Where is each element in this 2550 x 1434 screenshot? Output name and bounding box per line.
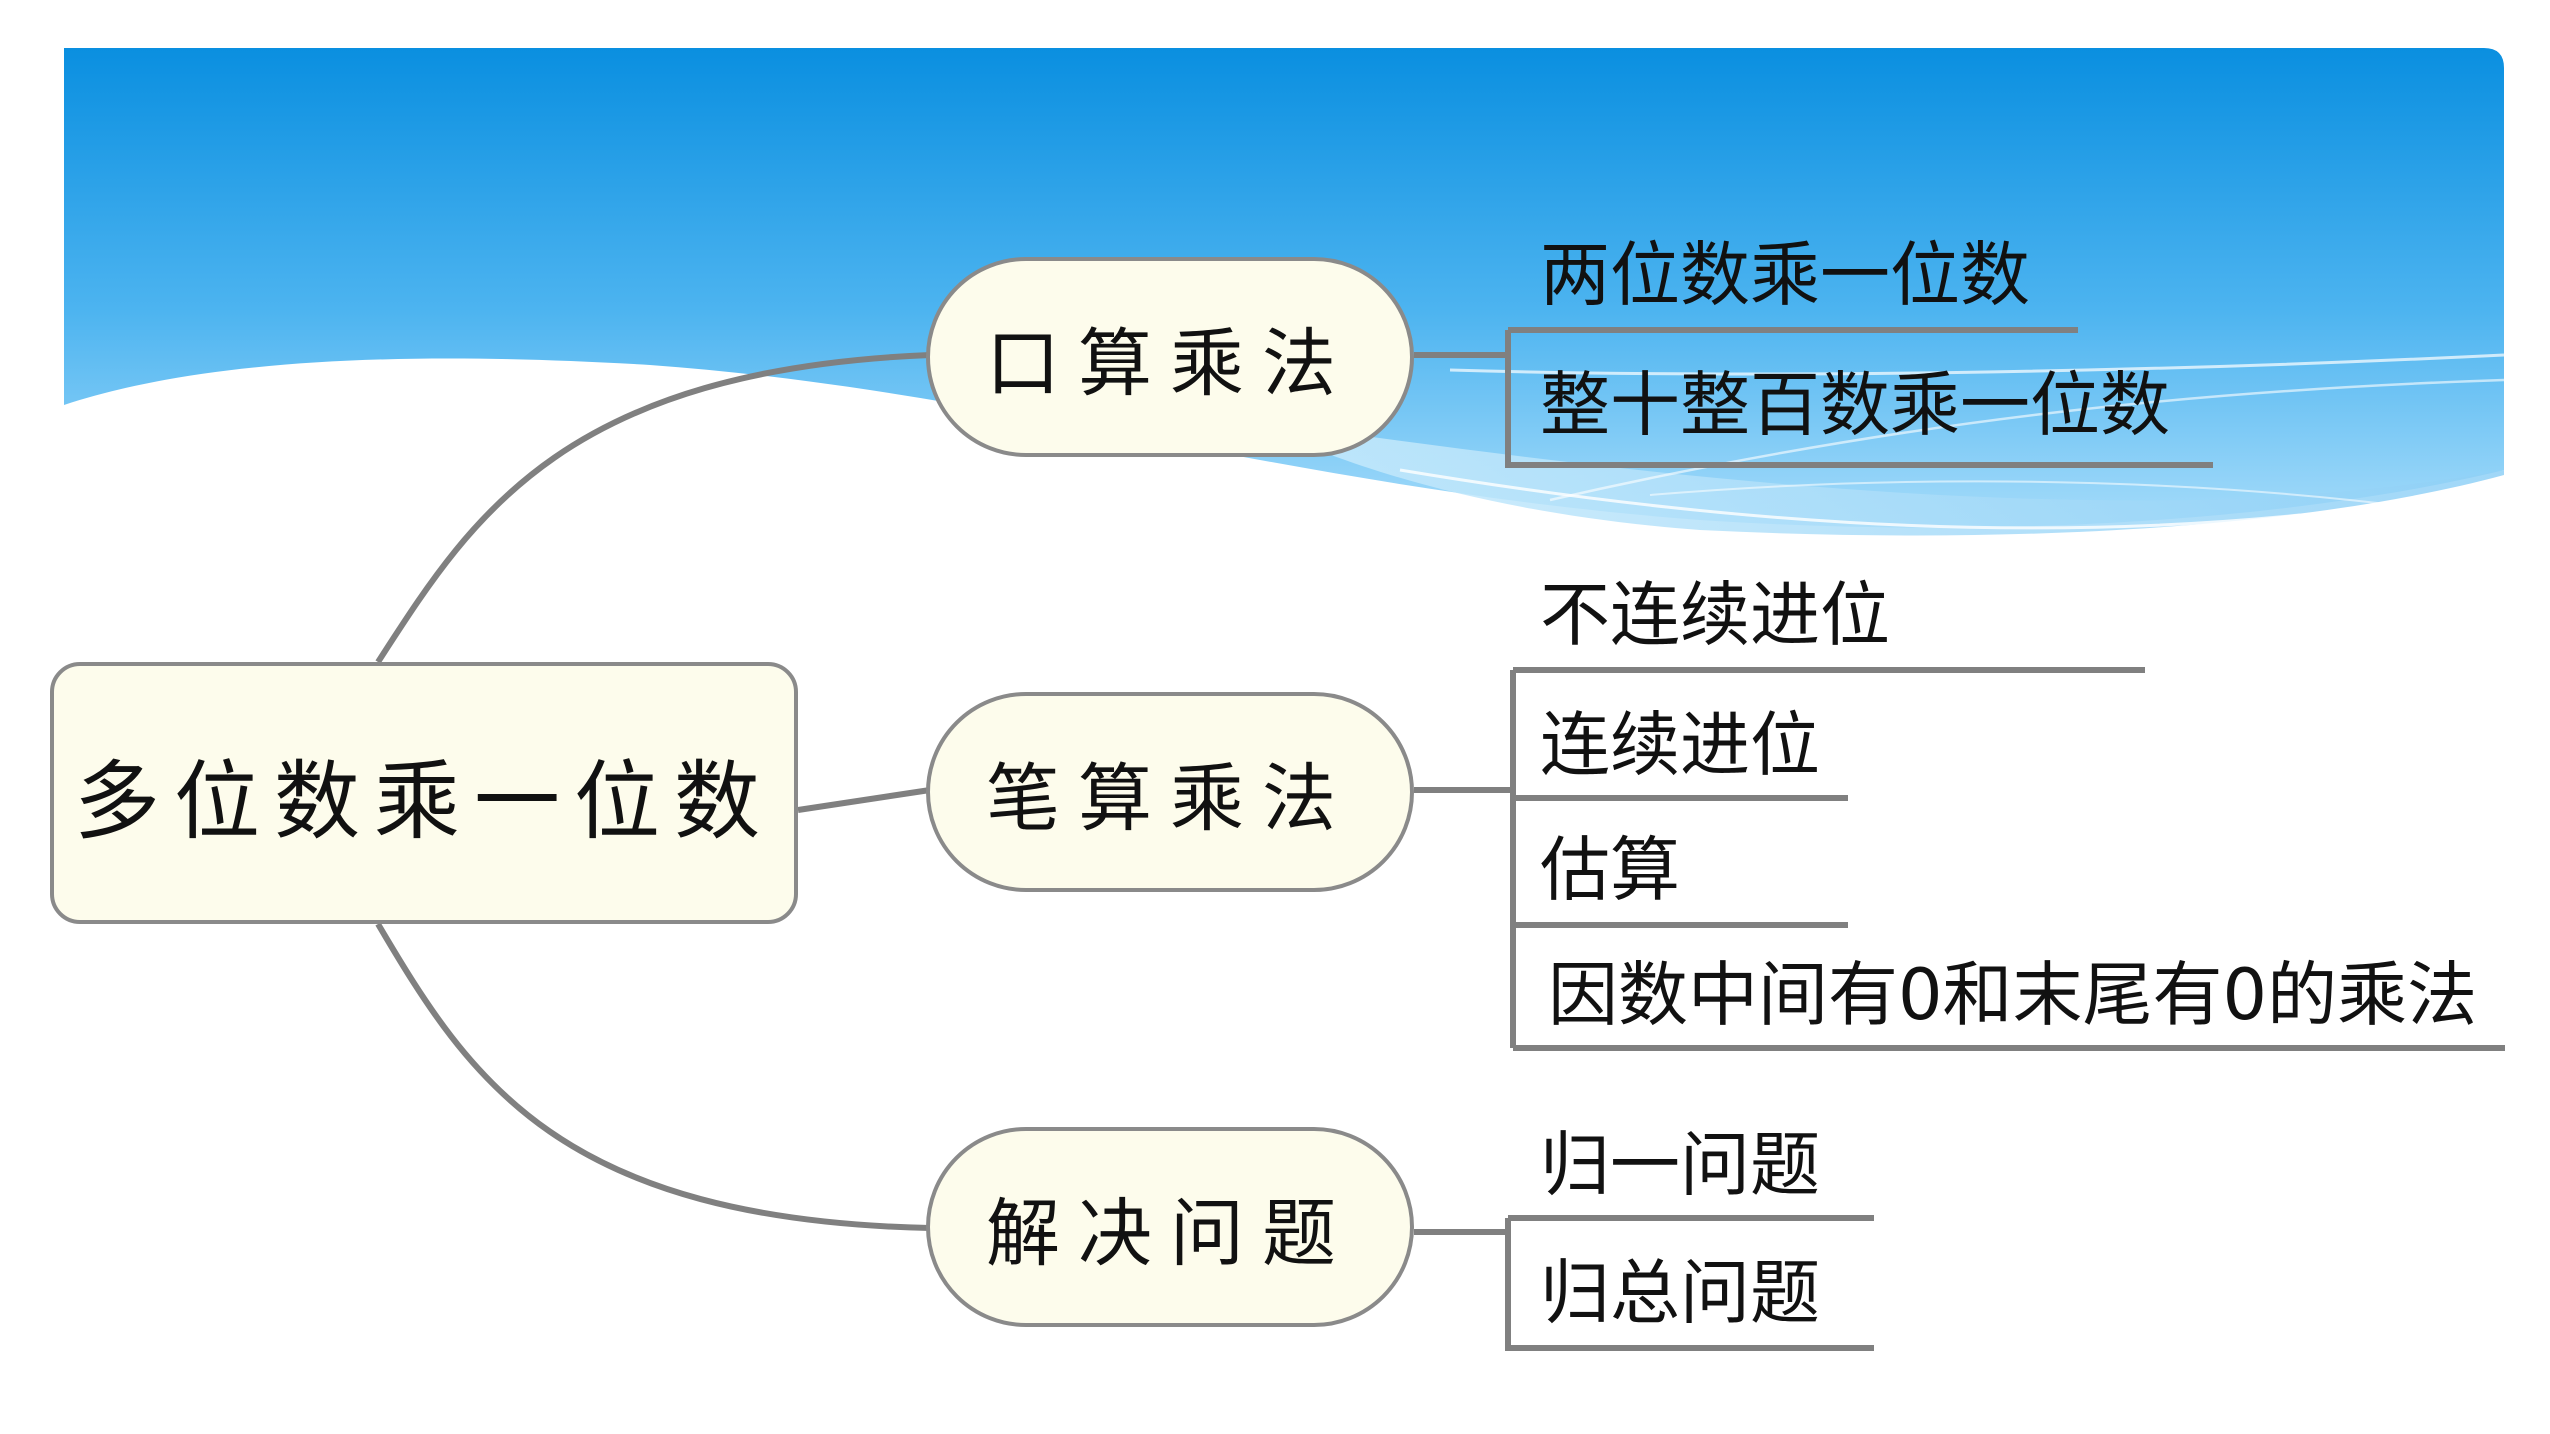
leaf-bracket (1505, 330, 2213, 468)
leaf-topic[interactable]: 两位数乘一位数 (1540, 234, 2030, 316)
branch-node-problem-solving[interactable]: 解决问题 (926, 1127, 1414, 1327)
root-node[interactable]: 多位数乘一位数 (50, 662, 798, 924)
leaf-topic[interactable]: 连续进位 (1540, 704, 1820, 786)
branch-node-oral-multiplication[interactable]: 口算乘法 (926, 257, 1414, 457)
root-label: 多位数乘一位数 (74, 751, 774, 852)
leaf-topic[interactable]: 不连续进位 (1540, 574, 1890, 656)
leaf-topic[interactable]: 估算 (1540, 829, 1680, 911)
leaf-topic[interactable]: 因数中间有0和末尾有0的乘法 (1548, 954, 2478, 1036)
connector-root-to-oral (375, 352, 931, 664)
leaf-bracket (1505, 1218, 1874, 1351)
connector-root-to-written (797, 787, 931, 813)
connector-root-to-problem (375, 922, 931, 1231)
leaf-topic[interactable]: 归一问题 (1540, 1124, 1820, 1206)
leaf-topic[interactable]: 归总问题 (1540, 1252, 1820, 1334)
branch-label: 笔算乘法 (986, 755, 1354, 842)
leaf-topic[interactable]: 整十整百数乘一位数 (1540, 364, 2170, 446)
branch-node-written-multiplication[interactable]: 笔算乘法 (926, 692, 1414, 892)
branch-label: 口算乘法 (986, 320, 1354, 407)
branch-label: 解决问题 (986, 1190, 1354, 1277)
